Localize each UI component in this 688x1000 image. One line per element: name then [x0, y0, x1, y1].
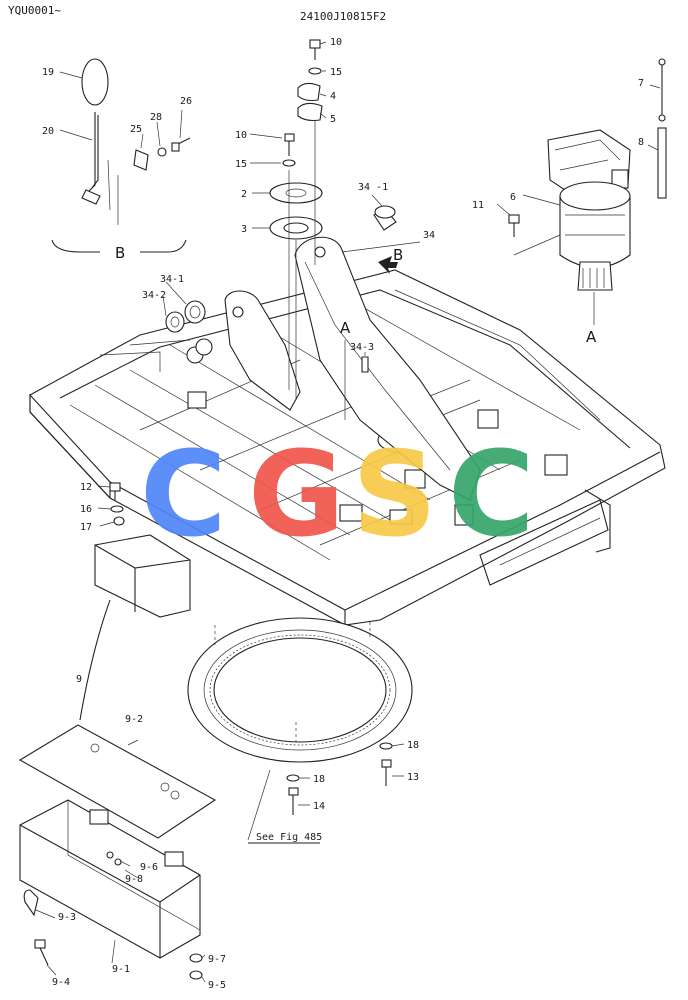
bushing-34-1-left [184, 300, 206, 324]
view-a-motor-label: A [586, 328, 597, 346]
cover-plate-2 [269, 182, 323, 204]
callout-18-lower: 18 [313, 774, 325, 785]
watermark-letter-3: S [352, 425, 437, 563]
washer-18-lower [286, 774, 300, 782]
callout-25: 25 [130, 124, 142, 135]
callout-9-8: 9-8 [125, 874, 143, 885]
watermark-letter-1: C [140, 425, 227, 563]
leader-lines [35, 41, 661, 983]
watermark-letter-4: C [448, 425, 535, 563]
swing-motor [547, 129, 631, 325]
callout-10-top: 10 [330, 37, 342, 48]
group-b-label: B [115, 244, 125, 262]
latch-9-3 [23, 889, 39, 917]
washer-15-middle [282, 159, 296, 167]
callout-28: 28 [150, 112, 162, 123]
callout-34-1-upper: 34 -1 [358, 182, 388, 193]
callout-15-top: 15 [330, 67, 342, 78]
slewing-ring [187, 617, 413, 763]
callout-18-right: 18 [407, 740, 419, 751]
callout-9-4: 9-4 [52, 977, 70, 988]
callout-34: 34 [423, 230, 435, 241]
tool-box-9-1 [19, 799, 201, 959]
bolt-14 [288, 787, 299, 815]
screw-9-4 [34, 939, 49, 966]
watermark-logo: C G S C [140, 425, 535, 563]
lamp-bracket-group [51, 58, 191, 253]
view-a-frame-label: A [340, 319, 351, 337]
callout-17: 17 [80, 522, 92, 533]
callout-5: 5 [330, 114, 336, 125]
washer-15-top [308, 67, 322, 75]
shim-plate-4 [297, 82, 321, 102]
callout-20: 20 [42, 126, 54, 137]
callout-15-middle: 15 [235, 159, 247, 170]
boom-foot-bracket [186, 236, 481, 501]
callout-9-1: 9-1 [112, 964, 130, 975]
bolt-13 [381, 759, 392, 786]
callout-8: 8 [638, 137, 644, 148]
drawing-number: 24100J10815F2 [300, 10, 386, 23]
pin-34-3 [361, 356, 369, 373]
tool-box-lid-9-2 [18, 724, 217, 839]
callout-26: 26 [180, 96, 192, 107]
callout-6: 6 [510, 192, 516, 203]
watermark-letter-2: G [248, 425, 345, 563]
bolt-10-middle [284, 133, 295, 156]
callout-4: 4 [330, 91, 336, 102]
callout-16: 16 [80, 504, 92, 515]
callout-9-6: 9-6 [140, 862, 158, 873]
dipstick-7 [658, 58, 666, 122]
tool-box-small [79, 482, 191, 721]
callout-9-2: 9-2 [125, 714, 143, 725]
callout-19: 19 [42, 67, 54, 78]
bolt-10-top [309, 39, 321, 60]
callout-34-1-left: 34-1 [160, 274, 184, 285]
callout-12: 12 [80, 482, 92, 493]
callout-10-middle: 10 [235, 130, 247, 141]
bushing-34-1-upper [373, 205, 397, 231]
callout-34-3: 34-3 [350, 342, 374, 353]
catalog-code: YQU0001~ [8, 4, 61, 17]
callout-3: 3 [241, 224, 247, 235]
nut-9-5 [189, 970, 203, 980]
callout-9-5: 9-5 [208, 980, 226, 991]
shim-plate-5 [297, 102, 323, 122]
see-fig-reference: See Fig 485 [256, 832, 322, 843]
callout-2: 2 [241, 189, 247, 200]
arrow-b-label: B [393, 246, 403, 264]
callout-9-3: 9-3 [58, 912, 76, 923]
washer-34-2 [165, 311, 185, 333]
callout-labels: 10 15 4 5 19 20 25 28 26 10 15 2 3 34 -1… [42, 37, 644, 991]
callout-34-2: 34-2 [142, 290, 166, 301]
washer-9-7 [189, 953, 203, 963]
washer-18-right [379, 742, 393, 750]
callout-11: 11 [472, 200, 484, 211]
callout-14: 14 [313, 801, 325, 812]
callout-9-7: 9-7 [208, 954, 226, 965]
callout-9: 9 [76, 674, 82, 685]
callout-7: 7 [638, 78, 644, 89]
callout-13: 13 [407, 772, 419, 783]
cover-plate-3 [269, 216, 323, 240]
bolt-11 [508, 214, 561, 256]
view-arrow-b [378, 256, 398, 274]
pipe-8 [657, 127, 667, 199]
